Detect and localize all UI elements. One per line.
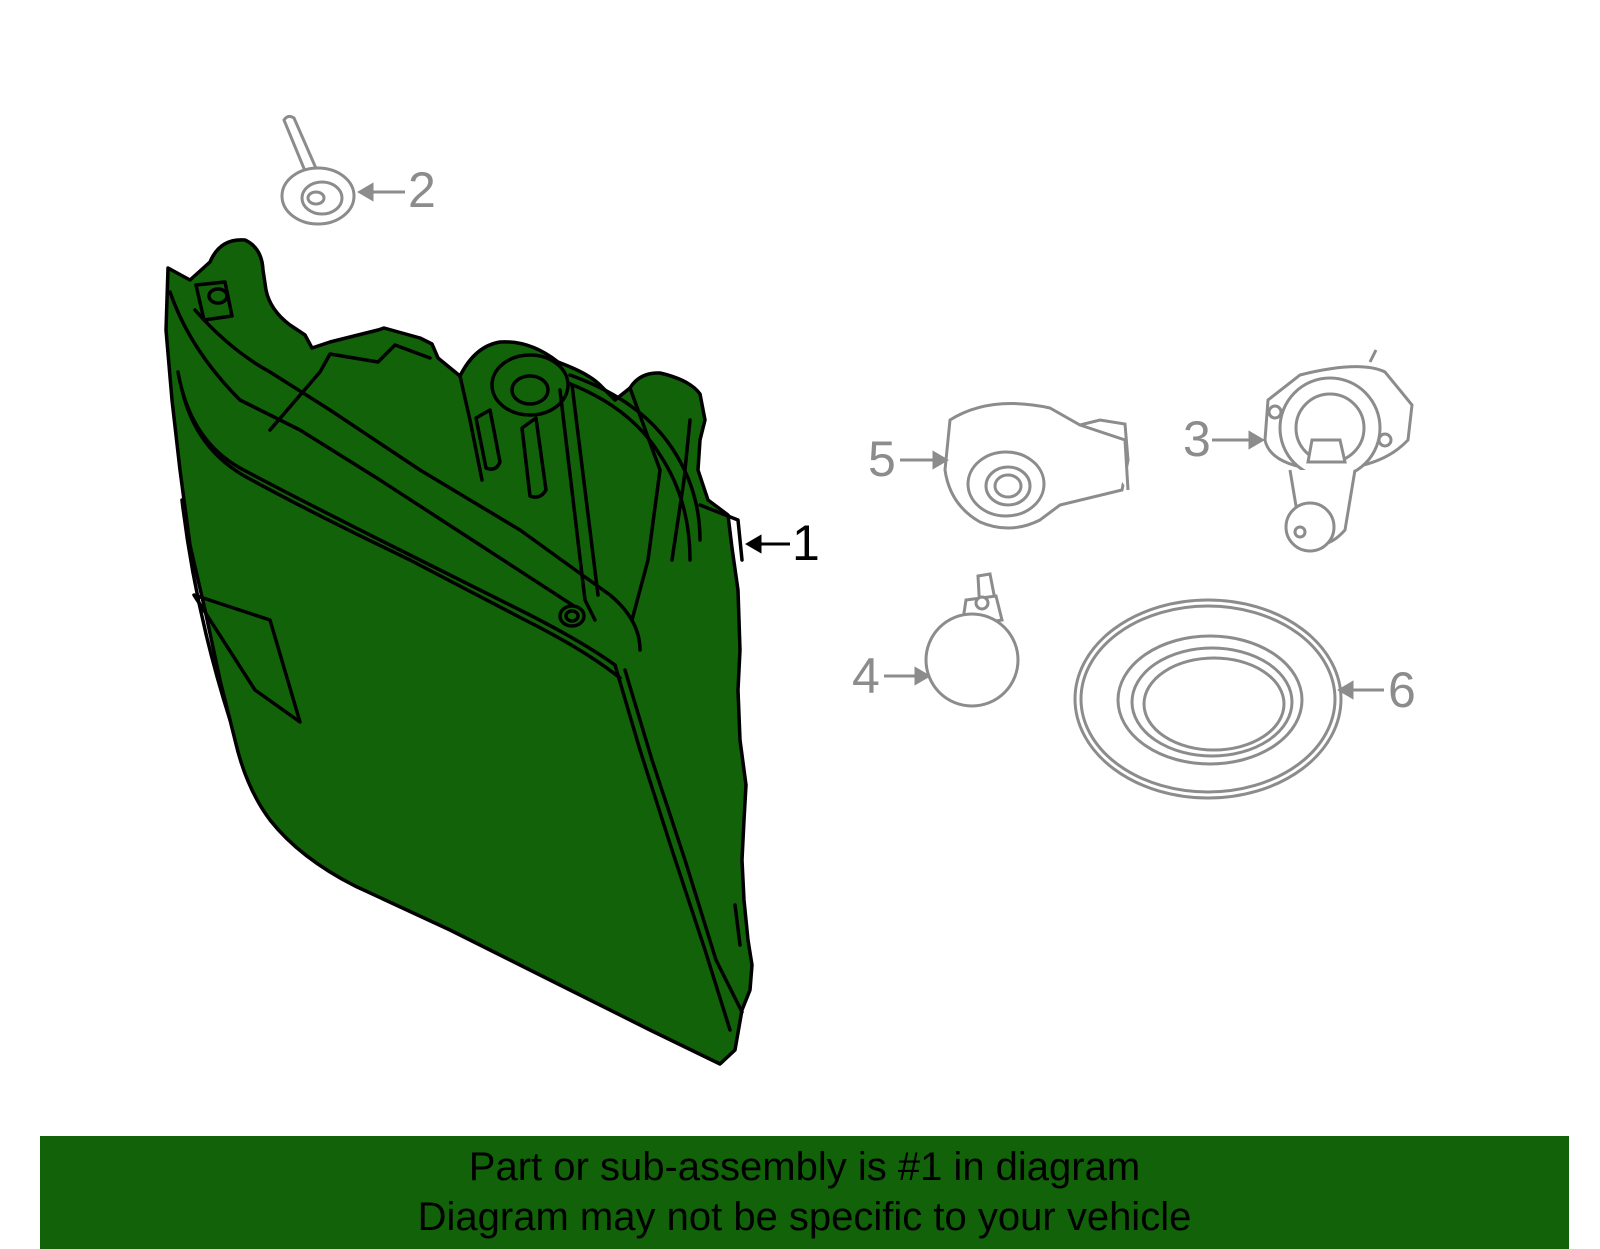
callout-number-4: 4 bbox=[852, 648, 880, 704]
banner-line-1: Part or sub-assembly is #1 in diagram bbox=[468, 1145, 1141, 1189]
callout-number-1: 1 bbox=[792, 515, 820, 571]
callout-arrow-2 bbox=[357, 182, 405, 202]
callout-arrow-6 bbox=[1337, 680, 1384, 700]
banner-line-2: Diagram may not be specific to your vehi… bbox=[417, 1195, 1192, 1239]
callout-number-2: 2 bbox=[408, 162, 436, 218]
callout-arrows bbox=[357, 182, 1384, 700]
wedge-bulb-icon[interactable] bbox=[924, 572, 1020, 708]
callout-arrow-4 bbox=[884, 666, 931, 686]
callout-number-3: 3 bbox=[1183, 411, 1211, 467]
seal-ring-icon[interactable] bbox=[1073, 598, 1343, 800]
bulb-socket-icon[interactable] bbox=[943, 402, 1130, 530]
bolt-icon[interactable] bbox=[280, 114, 356, 226]
callout-number-5: 5 bbox=[868, 431, 896, 487]
callout-arrow-1 bbox=[745, 534, 790, 554]
callout-number-6: 6 bbox=[1388, 662, 1416, 718]
callout-arrow-3 bbox=[1212, 430, 1265, 450]
headlamp-bulb-icon[interactable] bbox=[1263, 349, 1414, 553]
callout-arrow-5 bbox=[900, 450, 949, 470]
diagram-notice-banner: Part or sub-assembly is #1 in diagram Di… bbox=[40, 1136, 1569, 1249]
headlamp-assembly-icon[interactable] bbox=[164, 238, 754, 1066]
